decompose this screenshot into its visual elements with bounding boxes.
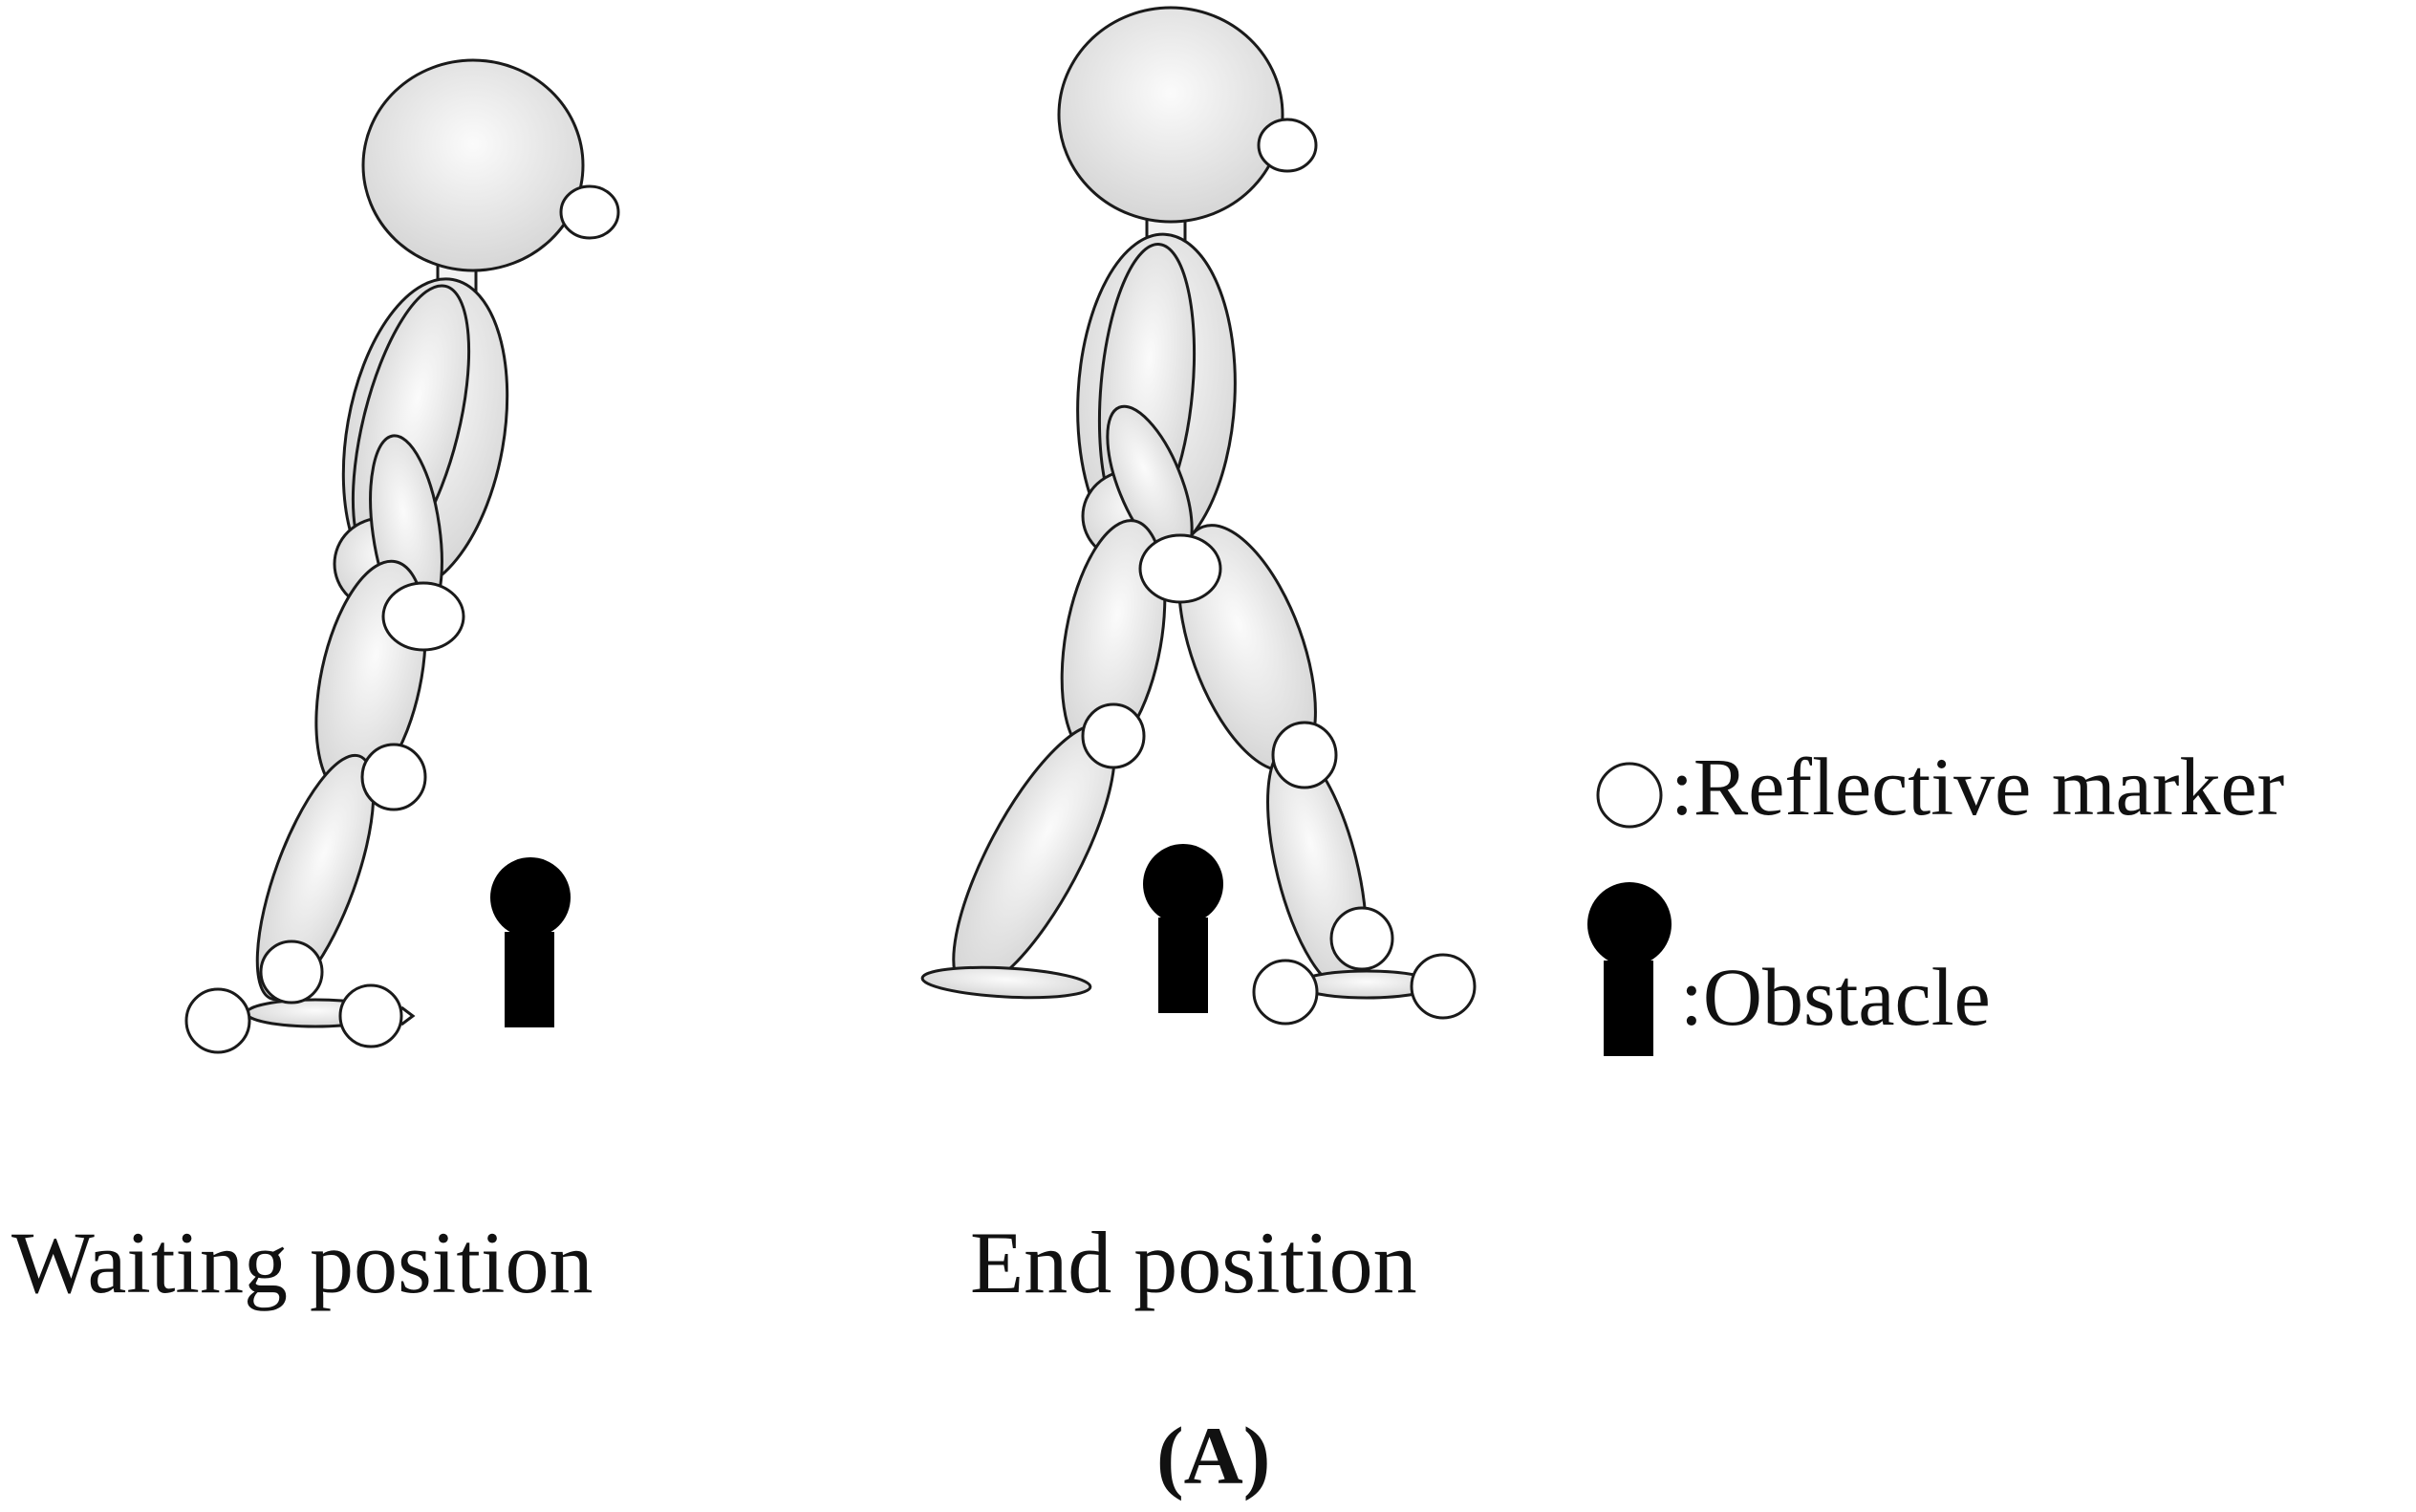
waiting-obstacle-post bbox=[505, 932, 554, 1027]
waiting-obstacle-head bbox=[490, 857, 571, 938]
legend-obstacle-icon-head bbox=[1587, 882, 1672, 966]
waiting-shank bbox=[255, 753, 376, 1002]
end-marker-heel bbox=[1252, 959, 1319, 1026]
waiting-marker-toe bbox=[338, 983, 403, 1048]
end-obstacle-head bbox=[1143, 844, 1223, 924]
legend-marker-label: :Reflective marker bbox=[1671, 741, 2285, 832]
panel-label: (A) bbox=[1156, 1410, 1271, 1501]
waiting-marker-knee bbox=[360, 743, 427, 811]
end-marker-ankle bbox=[1329, 906, 1394, 971]
end-marker-knee-front bbox=[1271, 721, 1338, 789]
end-obstacle-post bbox=[1158, 918, 1208, 1013]
end-marker-knee-back bbox=[1081, 702, 1146, 769]
end-markers bbox=[1081, 118, 1477, 1026]
waiting-marker-wrist bbox=[381, 581, 465, 652]
end-foot-back bbox=[920, 965, 1092, 1000]
caption-waiting-position: Waiting position bbox=[11, 1214, 593, 1311]
legend-obstacle-icon-post bbox=[1604, 961, 1653, 1056]
waiting-obstacle bbox=[490, 857, 571, 1027]
waiting-marker-ear bbox=[559, 184, 620, 240]
waiting-markers bbox=[184, 184, 620, 1054]
legend bbox=[1587, 762, 1672, 1056]
legend-obstacle-label: :Obstacle bbox=[1680, 951, 1991, 1043]
caption-end-position: End position bbox=[970, 1214, 1417, 1311]
waiting-figure bbox=[245, 58, 585, 1028]
end-marker-wrist bbox=[1138, 533, 1222, 604]
waiting-head bbox=[361, 58, 585, 272]
end-head bbox=[1057, 6, 1284, 224]
waiting-marker-ankle bbox=[259, 940, 324, 1004]
waiting-toe-tip bbox=[400, 1005, 416, 1026]
end-obstacle bbox=[1143, 844, 1223, 1013]
waiting-marker-heel bbox=[184, 987, 251, 1054]
legend-marker-icon bbox=[1596, 762, 1663, 829]
end-marker-ear bbox=[1257, 118, 1318, 173]
end-marker-toe bbox=[1410, 953, 1477, 1020]
